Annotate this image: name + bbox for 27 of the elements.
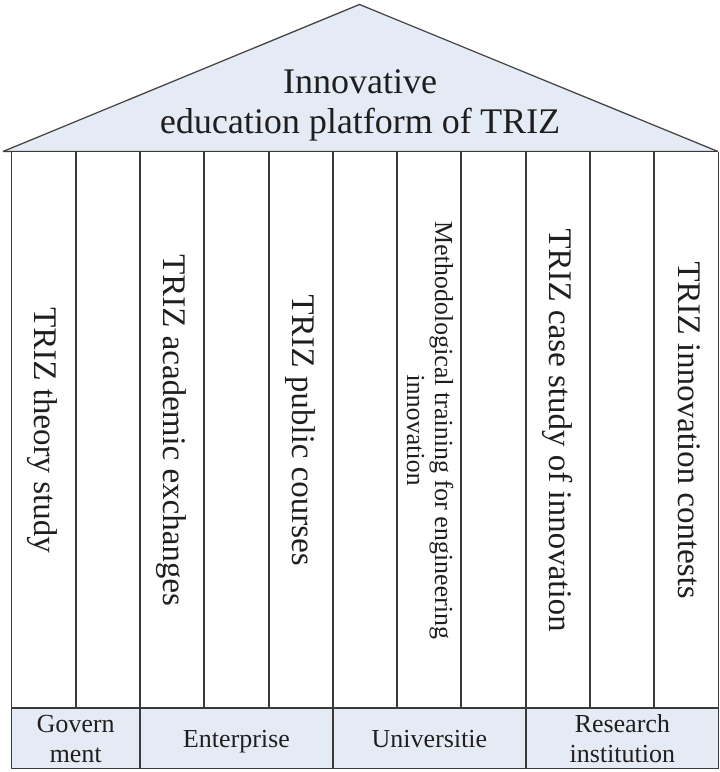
pillar-column — [76, 152, 140, 708]
pillar-label: TRIZ academic exchanges — [154, 254, 191, 606]
pillar-column — [268, 152, 333, 708]
base-label: Research institution — [568, 708, 676, 768]
base-label: Universitie — [372, 724, 488, 754]
pillar-label: Methodological training for engineering innovation — [401, 220, 458, 641]
pillar-column — [654, 152, 719, 708]
base-label: Govern ment — [36, 708, 116, 768]
pillar-column — [332, 152, 398, 708]
pillar-column — [140, 152, 204, 708]
platform-title: Innovative education platform of TRIZ — [158, 61, 562, 141]
pillar-column — [204, 152, 269, 708]
base-band-segment — [11, 708, 140, 769]
base-band-segment — [526, 708, 719, 769]
pillar-label: TRIZ theory study — [25, 306, 62, 552]
pillar-column — [11, 152, 76, 708]
pillar-column — [397, 152, 462, 708]
base-band-segment — [140, 708, 333, 769]
pillar-label: TRIZ innovation contests — [668, 260, 706, 598]
pillar-column — [461, 152, 526, 708]
pillar-column — [590, 152, 654, 708]
pillar-column — [526, 152, 590, 708]
base-band-segment — [332, 708, 526, 769]
roof-triangle — [2, 3, 718, 152]
pillar-label: TRIZ case study of innovation — [540, 228, 577, 632]
pillar-label: TRIZ public courses — [282, 294, 320, 566]
base-label: Enterprise — [182, 724, 290, 754]
